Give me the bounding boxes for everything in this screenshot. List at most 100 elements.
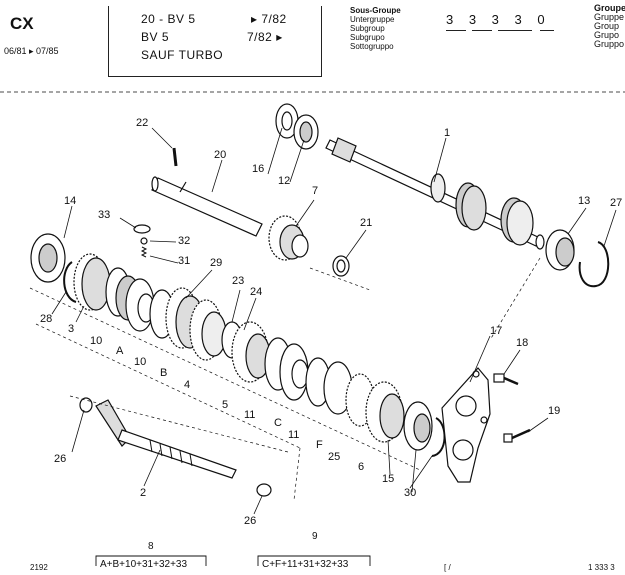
callout-1: 1 [444, 127, 451, 139]
callout-10a: 10 [90, 335, 103, 347]
callout-9: 9 [312, 531, 318, 542]
pin-22 [172, 147, 178, 167]
callout-4: 4 [184, 379, 191, 391]
callout-25: 25 [328, 451, 341, 463]
letter-F: F [316, 439, 323, 451]
callout-30: 30 [404, 487, 417, 499]
detent-33 [133, 224, 151, 234]
box-row3: SAUF TURBO [141, 48, 224, 62]
letter-A: A [116, 345, 124, 357]
callout-31: 31 [178, 255, 191, 267]
synchro-hub-A [125, 278, 155, 332]
callout-24: 24 [250, 286, 263, 298]
callout-19: 19 [548, 405, 561, 417]
callout-26a: 26 [54, 453, 67, 465]
bearing-13 [545, 229, 575, 271]
group-label-it: Gruppo [594, 39, 625, 49]
spring-31 [140, 246, 148, 258]
callout-27: 27 [610, 197, 623, 209]
box-row2-right: 7/82 ▸ [247, 30, 283, 44]
callout-12: 12 [278, 175, 291, 187]
circlip-27 [578, 241, 610, 288]
model-date-range: 06/81 ▸ 07/85 [4, 46, 59, 56]
callout-13: 13 [578, 195, 591, 207]
fork-shaft-20 [151, 176, 263, 237]
group-label-fr: Groupe [594, 3, 625, 13]
circlip-30 [431, 417, 446, 457]
bearing-12 [293, 114, 319, 150]
callout-18: 18 [516, 337, 529, 349]
callout-5: 5 [222, 399, 229, 411]
pinion-shaft-2 [95, 399, 237, 479]
leader-lines [51, 127, 617, 515]
subgroup-code: 3 3 3 3 0 [446, 12, 551, 27]
callout-10b: 10 [134, 356, 147, 368]
code-underline-4 [540, 30, 554, 31]
bolt-26a [79, 397, 93, 413]
callout-7: 7 [312, 185, 319, 197]
bearing-plate-17 [441, 367, 491, 483]
gear-4 [189, 299, 227, 361]
callout-33: 33 [98, 209, 111, 221]
subgroup-label-it: Sottogruppo [350, 42, 394, 51]
kit-9-contents: C+F+11+31+32+33 [262, 559, 349, 570]
box-row2-left: BV 5 [141, 30, 170, 44]
callout-16: 16 [252, 163, 265, 175]
callout-26b: 26 [244, 515, 257, 527]
subgroup-label-de: Untergruppe [350, 15, 395, 24]
kit-9-bracket [257, 555, 371, 566]
code-underline-3 [498, 30, 532, 31]
callout-14: 14 [64, 195, 77, 207]
group-labels: Groupe Gruppe Group Grupo Gruppo [594, 4, 625, 49]
code-underline-2 [472, 30, 492, 31]
screw-18 [493, 373, 519, 386]
callout-2: 2 [140, 487, 147, 499]
bolt-26b [256, 483, 272, 497]
callout-29: 29 [210, 257, 223, 269]
group-label-es: Grupo [594, 30, 620, 40]
callout-32: 32 [178, 235, 191, 247]
callout-28: 28 [40, 313, 53, 325]
synchro-hub-C [279, 343, 309, 401]
callout-11b: 11 [288, 429, 300, 441]
callout-8: 8 [148, 541, 154, 552]
code-underline-1 [446, 30, 466, 31]
footer-right-code: 1 333 3 [588, 563, 615, 572]
callout-17: 17 [490, 325, 503, 337]
bearing-15 [403, 401, 433, 451]
group-label-de: Gruppe [594, 12, 625, 22]
box-row1-right: ▸ 7/82 [251, 12, 287, 26]
application-box: 20 - BV 5 ▸ 7/82 BV 5 7/82 ▸ SAUF TURBO [108, 6, 322, 77]
callout-6: 6 [358, 461, 365, 473]
callout-20: 20 [214, 149, 227, 161]
subgroup-label-en: Subgroup [350, 24, 385, 33]
gear-3 [73, 253, 111, 311]
footer-left-code: 2192 [30, 563, 48, 572]
screw-19 [503, 428, 531, 443]
mainshaft-1 [325, 137, 545, 250]
ball-32 [140, 237, 148, 245]
callout-11a: 11 [244, 409, 256, 421]
callout-15: 15 [382, 473, 395, 485]
group-label-en: Group [594, 21, 620, 31]
letter-B: B [160, 367, 168, 379]
subgroup-label-fr: Sous-Groupe [350, 6, 401, 15]
callout-3: 3 [68, 323, 75, 335]
gear-6 [365, 381, 405, 443]
seal-14 [30, 233, 66, 283]
callout-23: 23 [232, 275, 245, 287]
center-lines [29, 257, 541, 501]
callout-22: 22 [136, 117, 149, 129]
box-row1-left: 20 - BV 5 [141, 12, 196, 26]
ring-21 [332, 255, 350, 277]
model-code: CX [10, 14, 34, 33]
gear-7 [268, 215, 309, 261]
subgroup-label-es: Subgrupo [350, 33, 385, 42]
letter-C: C [274, 417, 282, 429]
circlip-28 [63, 261, 77, 303]
footer-mid-mark: [ / [444, 563, 451, 572]
callout-21: 21 [360, 217, 373, 229]
subgroup-labels: Sous-Groupe Untergruppe Subgroup Subgrup… [350, 6, 401, 51]
kit-8-contents: A+B+10+31+32+33 [100, 559, 188, 570]
